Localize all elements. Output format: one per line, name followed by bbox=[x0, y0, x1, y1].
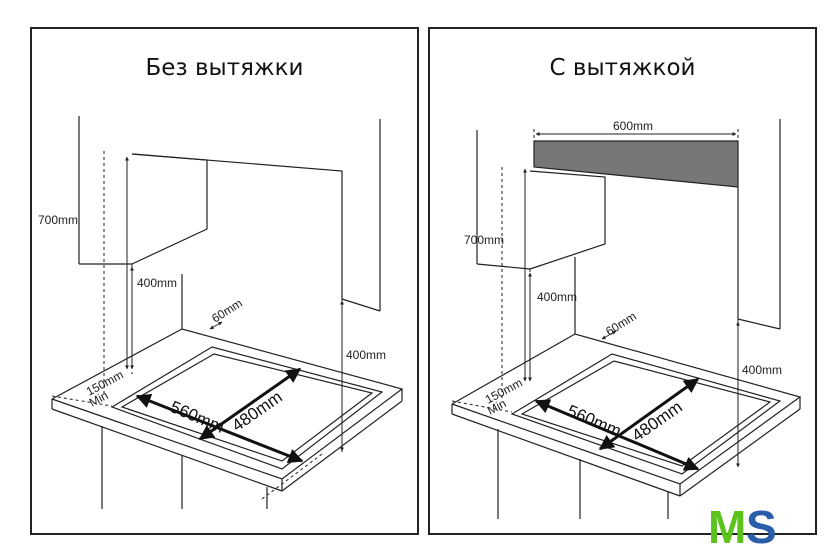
range-hood bbox=[533, 140, 739, 188]
dim-600: 600mm bbox=[613, 119, 653, 133]
dim-400-wall: 400mm bbox=[346, 348, 386, 362]
panel-with-hood: С вытяжкой bbox=[428, 27, 817, 535]
dim-60: 60mm bbox=[603, 309, 639, 339]
dim-480: 480mm bbox=[228, 387, 285, 435]
logo-letter-s: S bbox=[746, 501, 777, 550]
installation-diagram-with-hood: 600mm 700mm 400mm 400mm 60mm 150mm Min 5… bbox=[451, 119, 802, 519]
ms-logo: M S bbox=[706, 500, 784, 550]
panel-title: Без вытяжки bbox=[145, 55, 304, 81]
dim-700: 700mm bbox=[38, 213, 78, 227]
dim-560: 560mm bbox=[564, 401, 624, 441]
dim-400-cabinet: 400mm bbox=[537, 290, 577, 304]
dim-400-cabinet: 400mm bbox=[137, 276, 177, 290]
dim-400-wall: 400mm bbox=[742, 363, 782, 377]
dimension-guides bbox=[51, 151, 343, 500]
logo-letter-m: M bbox=[708, 501, 746, 550]
dim-700: 700mm bbox=[464, 233, 504, 247]
panel-title: С вытяжкой bbox=[549, 55, 696, 81]
installation-diagram-no-hood: 700mm 400mm 400mm 60mm 150mm Min 560mm 4… bbox=[38, 116, 404, 509]
panel-without-hood: Без вытяжки bbox=[30, 27, 419, 535]
dim-60: 60mm bbox=[209, 296, 245, 326]
